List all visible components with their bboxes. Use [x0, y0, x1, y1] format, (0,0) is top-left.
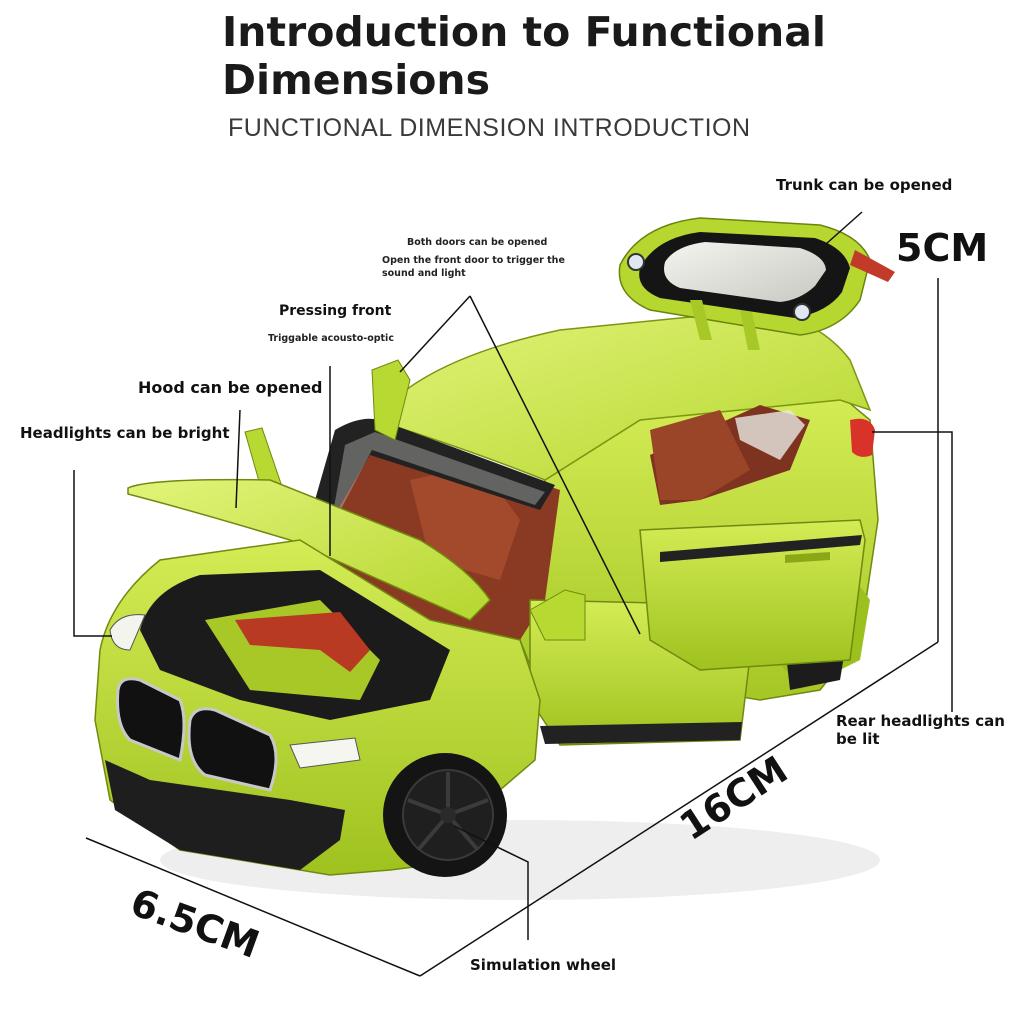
engine-red-part: [235, 612, 370, 672]
headlights-leader-line: [73, 470, 112, 637]
callout-trunk: Trunk can be opened: [776, 176, 953, 194]
rear-leader-line: [872, 431, 953, 712]
windshield-glass: [330, 432, 545, 530]
page-subtitle: FUNCTIONAL DIMENSION INTRODUCTION: [228, 114, 751, 142]
callout-hood: Hood can be opened: [138, 378, 323, 397]
hood-open: [127, 478, 491, 621]
headlight-left: [109, 614, 146, 651]
seat-rear: [650, 410, 750, 500]
front-door-stripe: [540, 722, 742, 744]
windshield-frame: [305, 418, 555, 540]
callout-pressing-front: Pressing front: [279, 303, 392, 319]
spoiler: [850, 250, 895, 282]
rear-window-glass: [735, 410, 805, 460]
callout-headlights: Headlights can be bright: [20, 424, 230, 442]
grille-right: [187, 707, 278, 792]
trunk-leader-line: [825, 211, 863, 245]
callout-rear-line-2: be lit: [836, 730, 880, 748]
trunk-strut-2: [740, 310, 760, 350]
page-title: Introduction to Functional Dimensions: [222, 8, 826, 104]
callout-doors-line-3: sound and light: [382, 268, 466, 279]
callout-doors-line-1: Both doors can be opened: [407, 237, 548, 248]
headlight-right: [289, 737, 361, 769]
trunk-strut: [690, 300, 712, 340]
callout-wheel: Simulation wheel: [470, 956, 617, 974]
rear-door-handle: [785, 552, 830, 563]
dimension-height: 5CM: [896, 226, 989, 270]
callout-doors-line-2: Open the front door to trigger the: [382, 255, 565, 266]
title-line-2: Dimensions: [222, 56, 491, 104]
title-line-1: Introduction to Functional: [222, 8, 826, 56]
trunk-light-right: [793, 303, 811, 321]
side-mirror: [529, 589, 586, 641]
width-dimension-line: [85, 837, 421, 977]
wheel-leader-line: [453, 825, 529, 940]
callout-rear-line-1: Rear headlights can: [836, 712, 1005, 730]
hood-leader-line: [235, 409, 241, 509]
callout-rear-lights: Rear headlights can be lit: [836, 712, 1005, 748]
grille-left: [116, 677, 186, 763]
rear-door-stripe: [660, 535, 862, 562]
tail-light: [850, 418, 875, 457]
front-bumper: [105, 760, 345, 870]
doors-leader-line-a: [399, 295, 471, 373]
trunk-light-left: [627, 253, 645, 271]
doors-leader-line-b: [469, 295, 641, 635]
callout-triggable: Triggable acousto-optic: [268, 333, 394, 344]
length-dimension-line: [419, 641, 939, 977]
trunk-glass: [664, 242, 826, 302]
front-wheel-hub: [440, 807, 456, 823]
left-door-open: [371, 359, 411, 441]
